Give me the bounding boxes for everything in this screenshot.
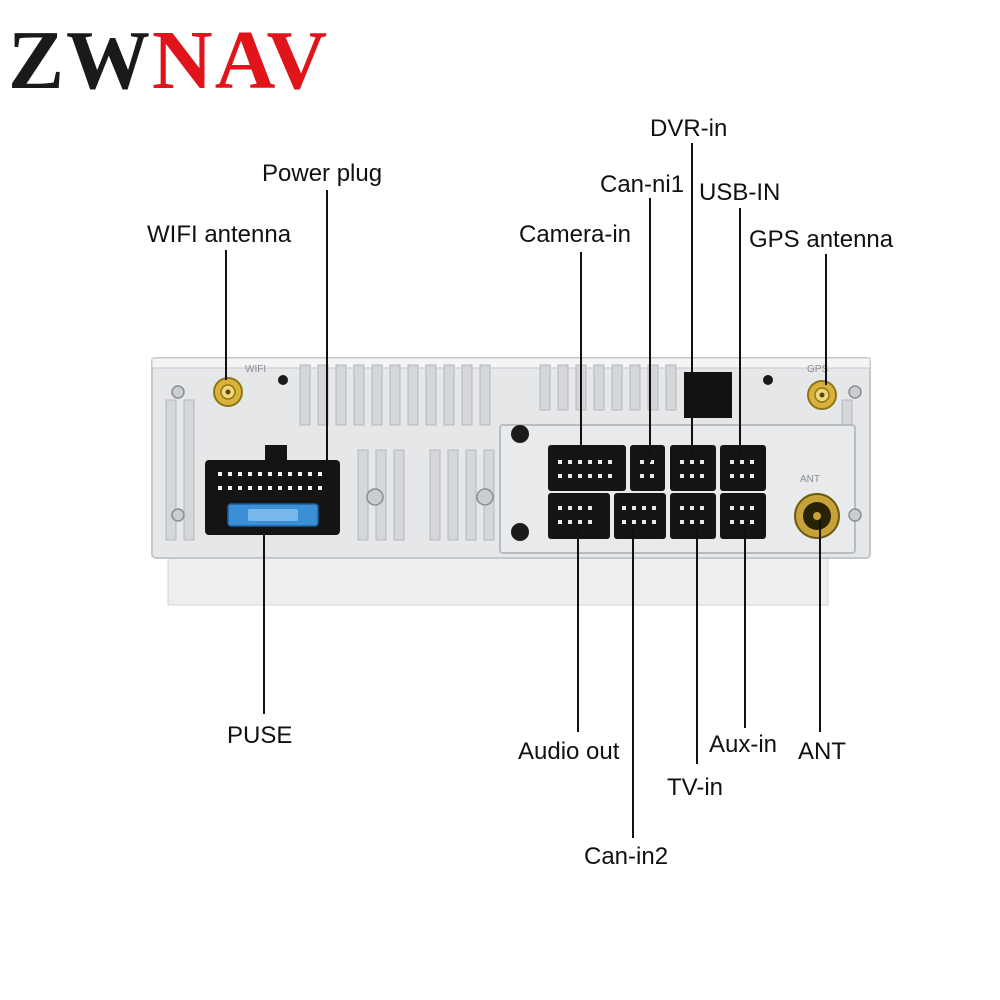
panel-marking-ant: ANT <box>800 474 820 485</box>
label-tv-in: TV-in <box>667 774 723 801</box>
label-aux-in: Aux-in <box>709 731 777 758</box>
connector-usb-in <box>720 445 766 491</box>
mount-hole <box>511 523 529 541</box>
cooling-fins-upper <box>299 364 677 426</box>
brand-logo: ZWNAV <box>8 14 329 107</box>
label-can-in2: Can-in2 <box>584 843 668 870</box>
label-puse: PUSE <box>227 722 292 749</box>
label-wifi-antenna: WIFI antenna <box>147 221 292 248</box>
connector-can-ni1 <box>630 445 665 491</box>
connector-dvr-in <box>670 445 716 491</box>
logo-text: ZWNAV <box>8 14 329 107</box>
connector-aux-in <box>720 493 766 539</box>
mount-hole <box>511 425 529 443</box>
logo-part-nav: NAV <box>152 14 329 107</box>
label-usb-in: USB-IN <box>699 179 780 206</box>
chassis-side-plate <box>167 554 829 606</box>
screw <box>848 508 862 522</box>
leader-lines <box>225 143 827 838</box>
mount-hole <box>763 375 773 385</box>
screw <box>366 488 384 506</box>
connector-audio-out <box>548 493 610 539</box>
connector-camera-in <box>548 445 626 491</box>
power-plug-connector <box>205 445 340 535</box>
connector-can-in2 <box>614 493 666 539</box>
wifi-antenna-port <box>213 377 243 407</box>
label-audio-out: Audio out <box>518 738 620 765</box>
callout-labels: WIFI antenna Power plug PUSE Camera-in C… <box>147 115 894 870</box>
chassis-top-edge <box>151 357 871 369</box>
radio-ant-socket <box>794 493 840 539</box>
panel-marking-gps: GPS <box>807 364 828 375</box>
screw <box>171 508 185 522</box>
connector-tv-in <box>670 493 716 539</box>
fuse-window <box>248 509 298 521</box>
logo-part-zw: ZW <box>8 14 152 107</box>
gps-antenna-port <box>807 380 837 410</box>
label-dvr-in: DVR-in <box>650 115 727 142</box>
mount-hole <box>278 375 288 385</box>
power-plug-pins <box>218 472 322 490</box>
screw <box>171 385 185 399</box>
label-camera-in: Camera-in <box>519 221 631 248</box>
label-gps-antenna: GPS antenna <box>749 226 894 253</box>
label-power-plug: Power plug <box>262 160 382 187</box>
panel-marking-wifi: WIFI <box>245 364 266 375</box>
label-ant: ANT <box>798 738 846 765</box>
screw <box>848 385 862 399</box>
label-can-ni1: Can-ni1 <box>600 171 684 198</box>
screw <box>476 488 494 506</box>
